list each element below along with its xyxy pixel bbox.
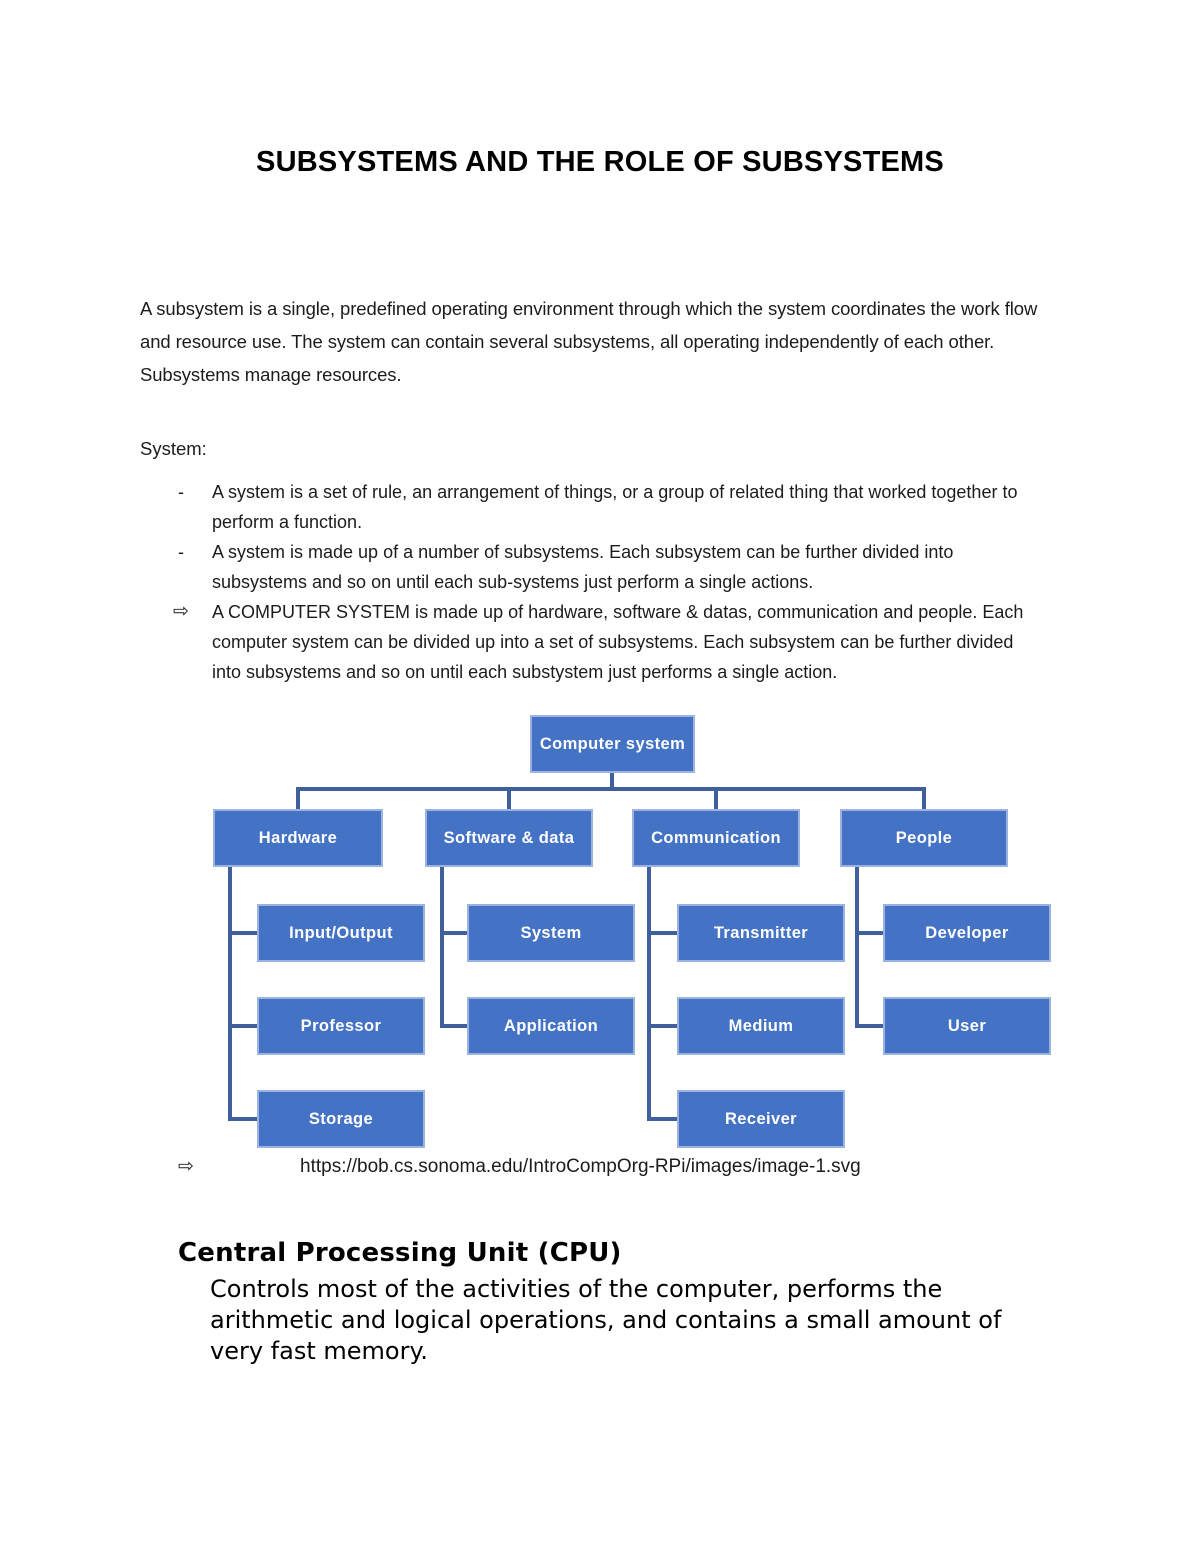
org-node-communication: Communication — [632, 809, 800, 867]
org-node-medium: Medium — [677, 997, 845, 1055]
list-item: - A system is made up of a number of sub… — [140, 537, 1045, 597]
cpu-heading: Central Processing Unit (CPU) — [178, 1238, 622, 1268]
org-node-user: User — [883, 997, 1051, 1055]
bullet-text: A system is made up of a number of subsy… — [212, 542, 954, 592]
org-node-professor: Professor — [257, 997, 425, 1055]
list-item: - A system is a set of rule, an arrangem… — [140, 477, 1045, 537]
org-node-receiver: Receiver — [677, 1090, 845, 1148]
source-link-row: ⇨ https://bob.cs.sonoma.edu/IntroCompOrg… — [140, 1156, 1040, 1178]
dash-bullet: - — [178, 542, 184, 562]
org-node-hardware: Hardware — [213, 809, 383, 867]
bullet-text: A system is a set of rule, an arrangemen… — [212, 482, 1018, 532]
org-node-software-data: Software & data — [425, 809, 593, 867]
org-node-input-output: Input/Output — [257, 904, 425, 962]
org-node-developer: Developer — [883, 904, 1051, 962]
source-url: https://bob.cs.sonoma.edu/IntroCompOrg-R… — [300, 1156, 861, 1177]
page-title: SUBSYSTEMS AND THE ROLE OF SUBSYSTEMS — [256, 146, 944, 178]
cpu-section: Central Processing Unit (CPU) Controls m… — [140, 1238, 1070, 1367]
org-node-computer-system: Computer system — [530, 715, 695, 773]
bullet-text: A COMPUTER SYSTEM is made up of hardware… — [212, 602, 1024, 682]
system-heading: System: — [140, 438, 207, 459]
org-chart: Computer system Hardware Software & data… — [0, 715, 1200, 1155]
bullet-list: - A system is a set of rule, an arrangem… — [140, 477, 1045, 687]
dash-bullet: - — [178, 482, 184, 502]
arrow-bullet: ⇨ — [173, 601, 189, 622]
cpu-body: Controls most of the activities of the c… — [210, 1275, 1002, 1365]
arrow-bullet: ⇨ — [178, 1156, 194, 1177]
intro-paragraph: A subsystem is a single, predefined oper… — [140, 298, 1038, 385]
org-node-storage: Storage — [257, 1090, 425, 1148]
org-node-people: People — [840, 809, 1008, 867]
list-item: ⇨ A COMPUTER SYSTEM is made up of hardwa… — [140, 597, 1045, 687]
org-node-application: Application — [467, 997, 635, 1055]
org-node-transmitter: Transmitter — [677, 904, 845, 962]
org-node-system: System — [467, 904, 635, 962]
